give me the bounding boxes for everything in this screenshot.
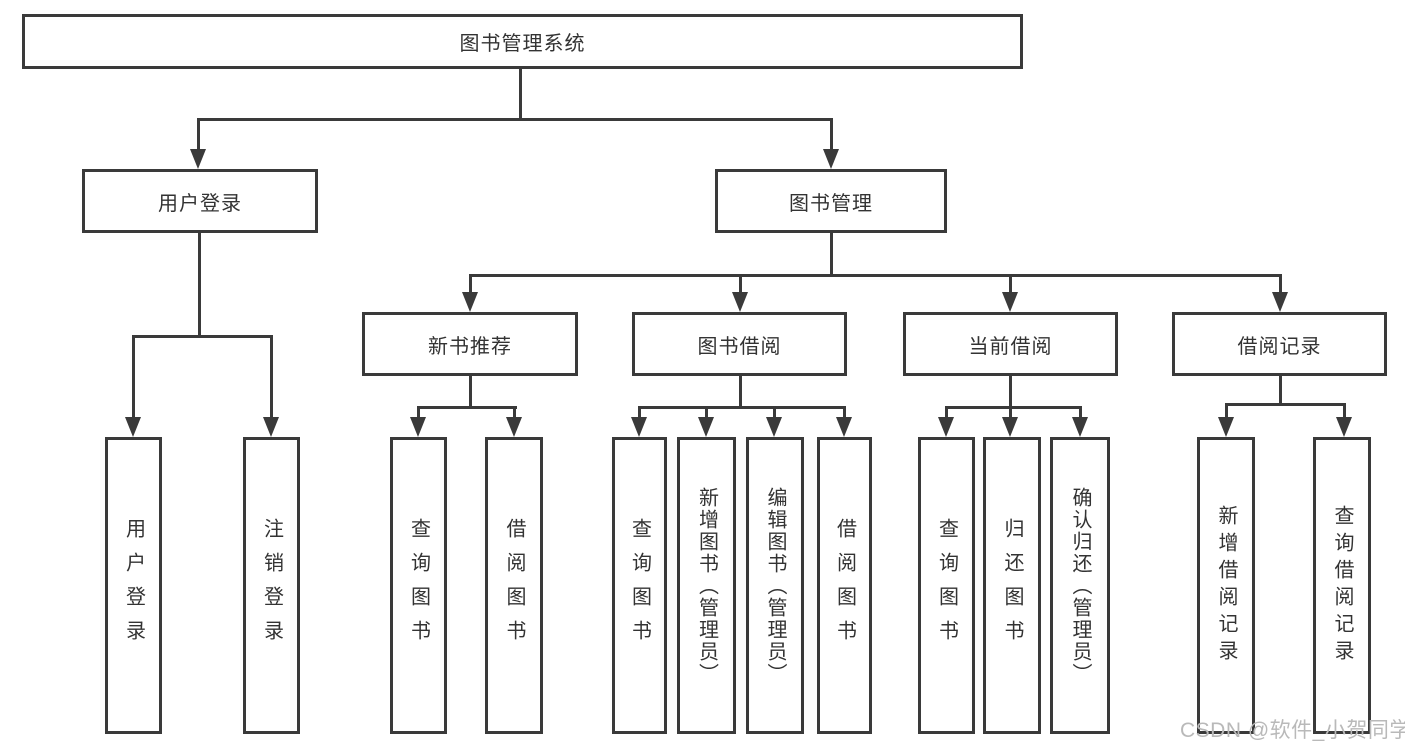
connector-line [513,406,516,420]
connector-line [1343,403,1346,420]
connector-line [1225,403,1346,406]
connector-line [705,406,708,420]
csdn-watermark: CSDN @软件_小贺同学 [1180,719,1405,742]
connector-line [469,274,472,296]
connector-line [1009,376,1012,409]
leaf-label: 借阅图书 [833,517,856,654]
node-label: 图书管理系统 [459,33,586,55]
connector-line [198,233,201,335]
leaf-return-book: 归还图书 [983,437,1041,734]
connector-line [197,118,200,152]
connector-line [1279,376,1282,406]
arrowhead-down-icon [1272,292,1288,312]
connector-line [197,118,833,121]
leaf-query-book-recommend: 查询图书 [390,437,447,734]
leaf-label: 确认归还（管理员） [1069,486,1091,685]
arrowhead-down-icon [462,292,478,312]
connector-line [469,274,1282,277]
leaf-query-book-current: 查询图书 [918,437,975,734]
connector-line [739,274,742,296]
connector-line [773,406,776,420]
leaf-label: 用户登录 [122,517,145,654]
leaf-label: 编辑图书（管理员） [764,486,786,685]
connector-line [945,406,948,420]
leaf-label: 查询借阅记录 [1331,504,1353,667]
connector-line [1009,274,1012,296]
leaf-add-book-admin: 新增图书（管理员） [677,437,736,734]
arrowhead-down-icon [125,417,141,437]
connector-line [638,406,846,409]
arrowhead-down-icon [263,417,279,437]
leaf-label: 查询图书 [628,517,651,654]
arrowhead-down-icon [1072,417,1088,437]
leaf-label: 注销登录 [260,517,283,654]
arrowhead-down-icon [1218,417,1234,437]
leaf-query-book-borrow: 查询图书 [612,437,667,734]
node-new-book-recommend: 新书推荐 [362,312,578,376]
arrowhead-down-icon [698,417,714,437]
arrowhead-down-icon [836,417,852,437]
connector-line [132,335,273,338]
arrowhead-down-icon [1002,292,1018,312]
node-label: 图书管理 [789,192,873,215]
arrowhead-down-icon [823,149,839,169]
arrowhead-down-icon [506,417,522,437]
node-label: 用户登录 [158,192,242,215]
connector-line [469,376,472,409]
node-root: 图书管理系统 [22,14,1023,69]
arrowhead-down-icon [631,417,647,437]
arrowhead-down-icon [938,417,954,437]
leaf-label: 新增图书（管理员） [695,486,718,685]
connector-line [1009,406,1012,420]
connector-line [270,335,273,419]
node-user-login: 用户登录 [82,169,318,233]
arrowhead-down-icon [410,417,426,437]
connector-line [1279,274,1282,296]
connector-line [519,67,522,118]
node-current-borrowing: 当前借阅 [903,312,1118,376]
leaf-edit-book-admin: 编辑图书（管理员） [746,437,804,734]
node-book-borrowing: 图书借阅 [632,312,847,376]
leaf-label: 归还图书 [1001,517,1023,654]
connector-line [638,406,641,420]
leaf-label: 查询图书 [407,517,430,654]
connector-line [830,118,833,152]
connector-line [1225,403,1228,420]
connector-line [843,406,846,420]
leaf-confirm-return-admin: 确认归还（管理员） [1050,437,1110,734]
arrowhead-down-icon [732,292,748,312]
connector-line [417,406,420,420]
leaf-borrow-book-recommend: 借阅图书 [485,437,543,734]
connector-line [132,335,135,419]
connector-line [830,233,833,277]
connector-line [739,376,742,409]
arrowhead-down-icon [1002,417,1018,437]
leaf-logout: 注销登录 [243,437,300,734]
connector-line [1079,406,1082,420]
arrowhead-down-icon [190,149,206,169]
node-label: 借阅记录 [1237,335,1322,358]
node-label: 当前借阅 [968,335,1053,358]
node-borrowing-records: 借阅记录 [1172,312,1387,376]
leaf-user-login: 用户登录 [105,437,162,734]
leaf-label: 查询图书 [935,517,958,654]
leaf-query-borrow-record: 查询借阅记录 [1313,437,1371,734]
node-label: 新书推荐 [428,335,512,358]
leaf-borrow-book: 借阅图书 [817,437,872,734]
leaf-add-borrow-record: 新增借阅记录 [1197,437,1255,734]
arrowhead-down-icon [766,417,782,437]
connector-line [945,406,1082,409]
leaf-label: 新增借阅记录 [1215,504,1237,667]
leaf-label: 借阅图书 [503,517,525,654]
node-label: 图书借阅 [697,335,782,358]
arrowhead-down-icon [1336,417,1352,437]
node-book-management: 图书管理 [715,169,947,233]
connector-line [417,406,517,409]
